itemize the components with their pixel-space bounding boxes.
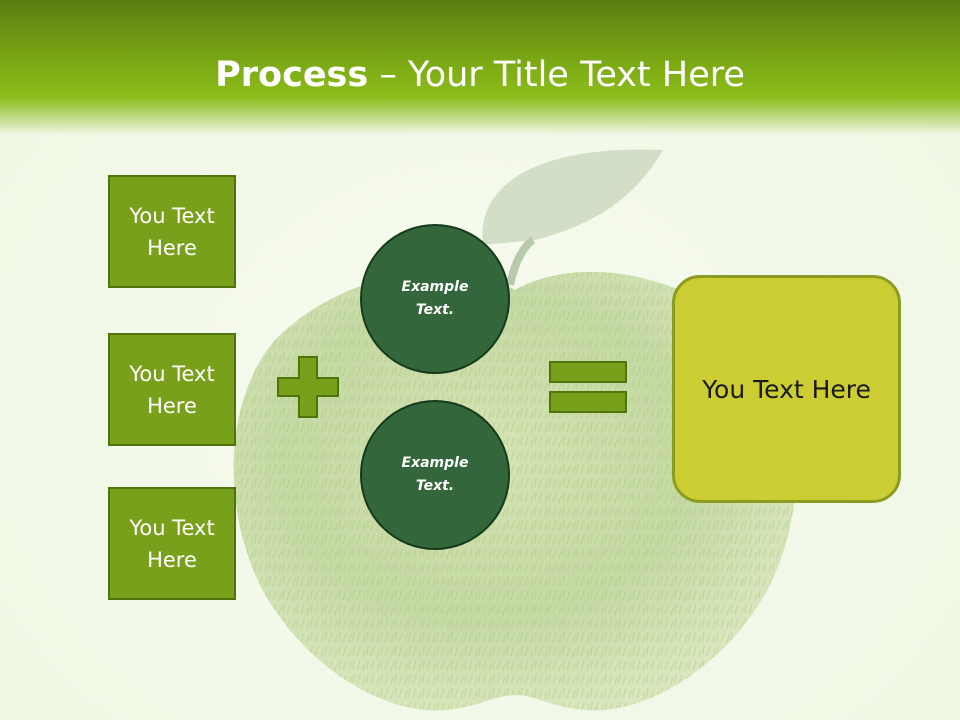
circle-line1: Example <box>401 455 469 471</box>
circle-line1: Example <box>401 279 469 295</box>
text-box-line1: You Text <box>129 361 215 386</box>
result-label: You Text Here <box>702 374 871 404</box>
title-rest: Your Title Text Here <box>407 55 745 95</box>
text-box-line2: Here <box>147 235 197 260</box>
grass-apple-image <box>233 149 797 711</box>
apple-stem <box>506 236 536 286</box>
text-box-line1: You Text <box>129 515 215 540</box>
title-dash: – <box>368 55 408 95</box>
apple-leaf <box>482 149 663 245</box>
plus-icon <box>277 356 339 418</box>
circle-line2: Text. <box>415 302 455 318</box>
circle-line2: Text. <box>415 478 455 494</box>
header-band <box>0 0 960 135</box>
title-bold-part: Process <box>215 55 369 95</box>
text-box-line1: You Text <box>129 203 215 228</box>
slide-title: Process – Your Title Text Here <box>0 52 960 98</box>
result-box[interactable]: You Text Here <box>672 275 901 503</box>
text-box-line2: Here <box>147 547 197 572</box>
equals-icon <box>549 361 627 413</box>
text-box-line2: Here <box>147 393 197 418</box>
